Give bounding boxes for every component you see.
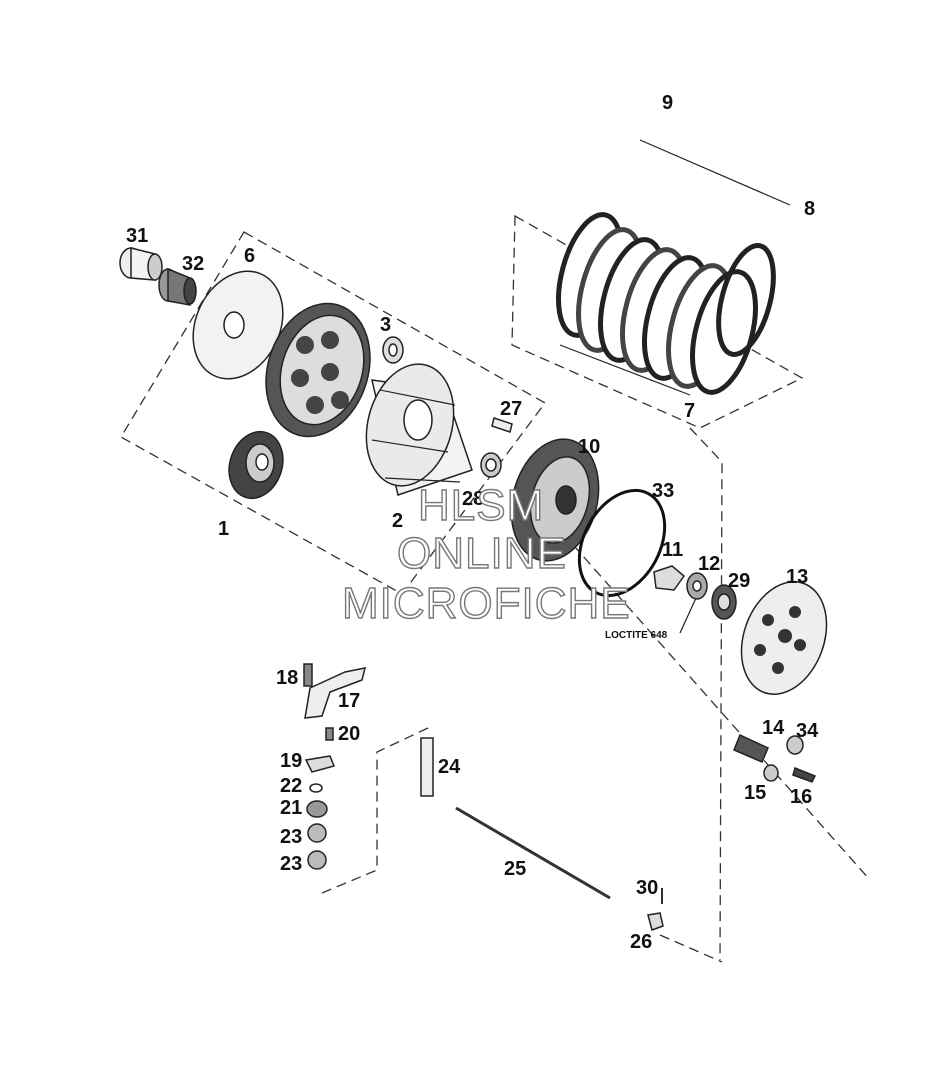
label-part-22: 22 bbox=[280, 775, 302, 797]
part-28-washer bbox=[480, 452, 502, 478]
part-27-pin bbox=[491, 417, 513, 433]
part-23-bearing-a bbox=[307, 823, 327, 843]
part-11-lock-washer bbox=[653, 565, 686, 591]
label-part-14: 14 bbox=[762, 717, 785, 739]
clutch-plates-stack bbox=[556, 139, 791, 396]
label-part-21: 21 bbox=[280, 797, 302, 819]
part-12-nut bbox=[686, 572, 708, 600]
part-16-bolt bbox=[792, 766, 817, 783]
label-part-2: 2 bbox=[392, 510, 403, 532]
clutch-axis-line bbox=[519, 484, 871, 881]
part-33-o-ring bbox=[577, 488, 667, 598]
label-part-1: 1 bbox=[218, 518, 229, 540]
label-part-24: 24 bbox=[438, 756, 461, 778]
label-part-25: 25 bbox=[504, 858, 526, 880]
label-part-29: 29 bbox=[728, 570, 750, 592]
label-part-10: 10 bbox=[578, 436, 600, 458]
part-24-shaft bbox=[420, 737, 434, 797]
part-32-needle-bearing bbox=[158, 267, 197, 306]
part-29-bearing bbox=[711, 584, 737, 620]
part-21-seal bbox=[306, 800, 328, 818]
part-31-bushing bbox=[119, 247, 163, 281]
loctite-leader bbox=[679, 597, 697, 634]
label-part-11: 11 bbox=[662, 539, 683, 561]
label-part-34: 34 bbox=[796, 720, 819, 742]
label-part-16: 16 bbox=[790, 786, 812, 808]
part-6-thrust-washer bbox=[192, 270, 284, 380]
part-18-bolt bbox=[303, 663, 313, 687]
part-2-clutch-basket bbox=[365, 363, 473, 496]
label-part-23-a: 23 bbox=[280, 826, 302, 848]
part-10-inner-hub bbox=[510, 438, 600, 562]
part-17-lever bbox=[304, 667, 367, 719]
label-part-6: 6 bbox=[244, 245, 255, 267]
pushrod-outline bbox=[659, 934, 723, 963]
label-part-15: 15 bbox=[744, 782, 766, 804]
watermark-line-2: ONLINE bbox=[397, 529, 567, 578]
part-19-plate bbox=[304, 755, 336, 773]
label-part-9: 9 bbox=[662, 92, 673, 114]
release-mechanism-outline bbox=[321, 727, 429, 894]
label-part-19: 19 bbox=[280, 750, 302, 772]
label-part-20: 20 bbox=[338, 723, 360, 745]
label-part-8: 8 bbox=[804, 198, 815, 220]
label-part-30: 30 bbox=[636, 877, 658, 899]
label-part-7: 7 bbox=[684, 400, 695, 422]
label-part-12: 12 bbox=[698, 553, 720, 575]
part-25-pushrod bbox=[455, 806, 611, 900]
label-part-3: 3 bbox=[380, 314, 391, 336]
label-part-33: 33 bbox=[652, 480, 674, 502]
clutch-basket-group-outline bbox=[120, 231, 546, 595]
part-14-spring bbox=[733, 733, 769, 763]
label-part-18: 18 bbox=[276, 667, 298, 689]
part-22-ring bbox=[309, 783, 323, 793]
clutch-plates-group-outline bbox=[511, 214, 804, 429]
label-part-28: 28 bbox=[462, 488, 484, 510]
part-1-small-gear bbox=[228, 430, 284, 500]
label-part-32: 32 bbox=[182, 253, 204, 275]
part-15-washer bbox=[763, 764, 779, 782]
label-part-26: 26 bbox=[630, 931, 652, 953]
label-part-17: 17 bbox=[338, 690, 360, 712]
label-part-23-b: 23 bbox=[280, 853, 302, 875]
label-part-31: 31 bbox=[126, 225, 148, 247]
part-23-bearing-b bbox=[307, 850, 327, 870]
watermark-line-1: HLSM bbox=[418, 481, 544, 530]
loctite-note: LOCTITE 648 bbox=[605, 630, 668, 641]
watermark-line-3: MICROFICHE bbox=[342, 579, 631, 628]
part-3-washer bbox=[382, 336, 404, 364]
part-34-washer bbox=[786, 735, 804, 755]
part-20-screw bbox=[325, 727, 334, 741]
label-part-13: 13 bbox=[786, 566, 808, 588]
primary-driven-gear bbox=[265, 302, 371, 438]
part-13-pressure-plate bbox=[740, 581, 828, 695]
part-26-cap bbox=[647, 912, 664, 931]
label-part-27: 27 bbox=[500, 398, 522, 420]
